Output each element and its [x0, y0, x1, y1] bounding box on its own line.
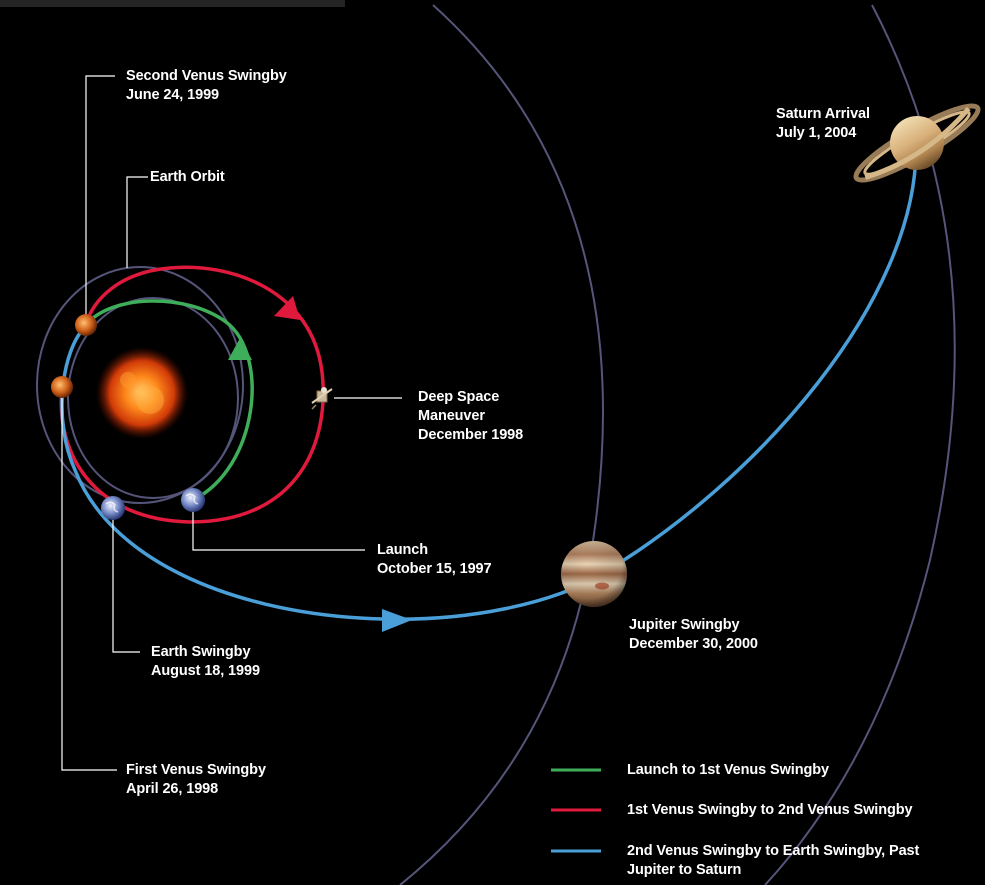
legend-item-blue: 2nd Venus Swingby to Earth Swingby, Past…: [627, 842, 919, 880]
earth-orbit: [36, 266, 244, 504]
red-arrow: [274, 296, 300, 320]
jupiter-icon: [561, 541, 627, 607]
label-launch: Launch October 15, 1997: [377, 541, 492, 579]
blue-arrow: [382, 609, 412, 632]
label-date: December 30, 2000: [629, 636, 758, 652]
label-title: Launch: [377, 542, 428, 558]
venus-icon: [75, 314, 97, 336]
earth-icon: [181, 488, 205, 512]
legend-label: Launch to 1st Venus Swingby: [627, 762, 829, 778]
legend-item-green: Launch to 1st Venus Swingby: [627, 761, 829, 780]
saturn-icon: [853, 103, 981, 183]
label-title: Earth Orbit: [150, 169, 225, 185]
leader-launch: [192, 500, 365, 551]
label-date: July 1, 2004: [776, 125, 857, 141]
label-saturn-arrival: Saturn Arrival July 1, 2004: [776, 105, 870, 143]
leader-lines: [61, 75, 402, 771]
label-line1: Deep Space: [418, 389, 500, 405]
legend-label: 2nd Venus Swingby to Earth Swingby, Past: [627, 843, 920, 859]
label-date: October 15, 1997: [377, 561, 492, 577]
label-line2: Maneuver: [418, 408, 485, 424]
legend-label-cont: Jupiter to Saturn: [627, 862, 742, 878]
green-arrow: [228, 338, 252, 360]
label-earth-orbit: Earth Orbit: [150, 168, 225, 187]
label-date: April 26, 1998: [126, 781, 219, 797]
sun-icon: [96, 347, 188, 439]
label-title: Jupiter Swingby: [629, 617, 740, 633]
venus-orbit: [67, 297, 239, 499]
label-deep-space-maneuver: Deep Space Maneuver December 1998: [418, 388, 523, 445]
top-strip: [0, 0, 345, 7]
label-date: August 18, 1999: [151, 663, 260, 679]
label-title: First Venus Swingby: [126, 762, 266, 778]
leader-first-venus: [61, 387, 117, 771]
jupiter-orbit: [399, 4, 604, 885]
earth-icon: [101, 496, 125, 520]
leader-earth-swingby: [112, 510, 140, 653]
green-path: [84, 299, 254, 502]
label-title: Earth Swingby: [151, 644, 251, 660]
label-date: June 24, 1999: [126, 87, 220, 103]
venus-icon: [51, 376, 73, 398]
label-title: Second Venus Swingby: [126, 68, 287, 84]
label-title: Saturn Arrival: [776, 106, 870, 122]
leader-second-venus: [85, 75, 115, 325]
leader-earth-orbit: [126, 176, 148, 268]
spacecraft-icon: [311, 387, 333, 410]
blue-path: [60, 149, 918, 621]
label-first-venus-swingby: First Venus Swingby April 26, 1998: [126, 761, 266, 799]
label-jupiter-swingby: Jupiter Swingby December 30, 2000: [629, 616, 758, 654]
legend-label: 1st Venus Swingby to 2nd Venus Swingby: [627, 802, 913, 818]
legend-item-red: 1st Venus Swingby to 2nd Venus Swingby: [627, 801, 913, 820]
label-second-venus-swingby: Second Venus Swingby June 24, 1999: [126, 67, 287, 105]
label-date: December 1998: [418, 427, 524, 443]
label-earth-swingby: Earth Swingby August 18, 1999: [151, 643, 260, 681]
